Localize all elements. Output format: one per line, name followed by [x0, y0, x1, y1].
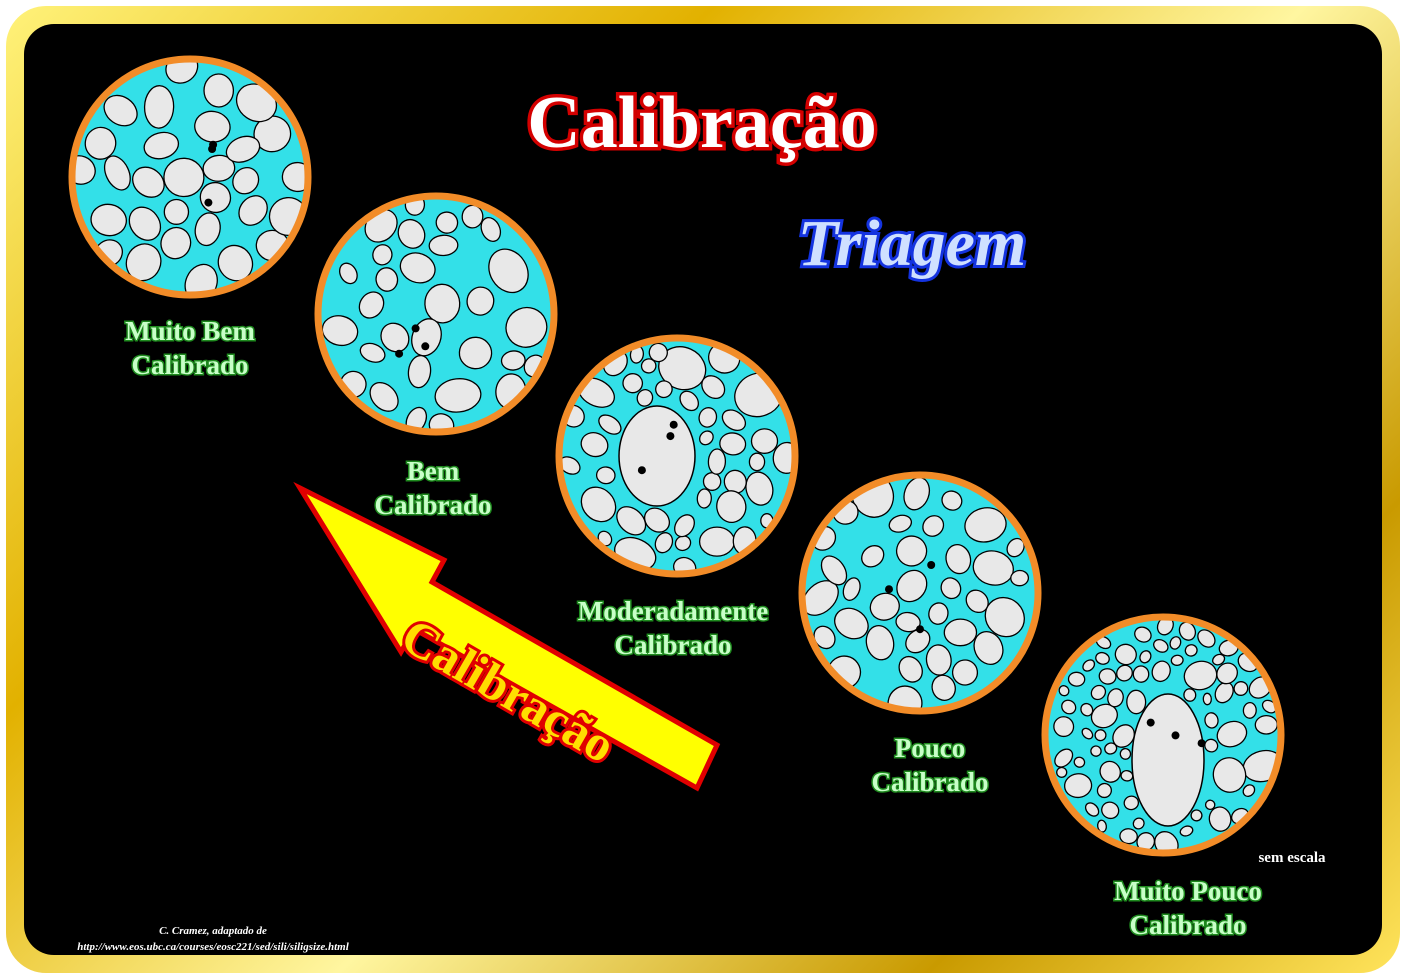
sample-circle-very-poorly-sorted	[1041, 613, 1285, 857]
sorting-arrow	[293, 481, 721, 792]
label-well-sorted-line1: Bem	[407, 456, 460, 486]
label-moderately-sorted-line2: Calibrado	[614, 630, 731, 660]
label-poorly-sorted-line1: Pouco	[895, 733, 966, 763]
subtitle: Triagem	[798, 207, 1027, 280]
sample-circle-poorly-sorted	[798, 471, 1042, 715]
label-moderately-sorted-line1: Moderadamente	[578, 596, 768, 626]
label-poorly-sorted-line2: Calibrado	[871, 767, 988, 797]
scale-note: sem escala	[1258, 850, 1326, 866]
credit-line-1: C. Cramez, adaptado de	[159, 925, 267, 937]
label-well-sorted-line2: Calibrado	[374, 490, 491, 520]
label-very-poorly-sorted-line1: Muito Pouco	[1114, 876, 1262, 906]
label-very-poorly-sorted-line2: Calibrado	[1129, 910, 1246, 940]
sample-circle-well-sorted	[314, 192, 558, 436]
sample-circle-moderately-sorted	[555, 334, 799, 578]
sample-circle-very-well-sorted	[68, 55, 312, 299]
label-very-well-sorted-line2: Calibrado	[131, 350, 248, 380]
title: Calibração	[527, 82, 876, 164]
label-very-well-sorted-line1: Muito Bem	[125, 316, 255, 346]
credit-source-url: http://www.eos.ubc.ca/courses/eosc221/se…	[77, 941, 349, 953]
